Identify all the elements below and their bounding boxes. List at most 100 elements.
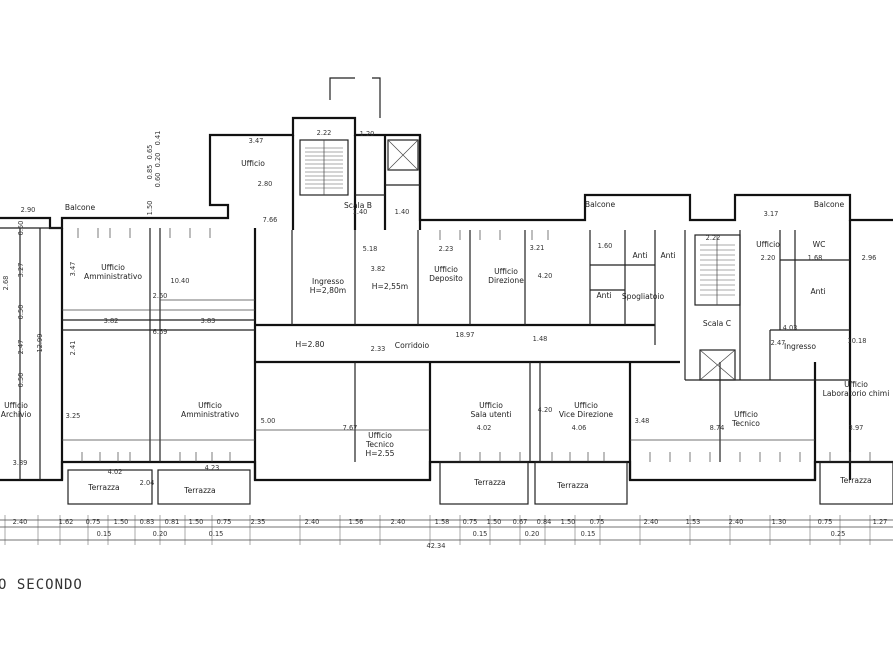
room-label-line: Ufficio bbox=[101, 263, 125, 272]
dimension-label: 0.20 bbox=[525, 530, 540, 538]
dimension-label: 0.15 bbox=[97, 530, 112, 538]
dimension-label: 5.18 bbox=[363, 245, 378, 253]
dimension-label: 3.97 bbox=[849, 424, 864, 432]
room-label-line: Anti bbox=[632, 251, 647, 260]
dimension-label: 0.50 bbox=[17, 305, 25, 320]
room-label-h-280: H=2.80 bbox=[296, 340, 325, 349]
dimension-label: 0.85 bbox=[146, 165, 154, 180]
dimension-label: 6.69 bbox=[153, 328, 168, 336]
elevator-b bbox=[387, 139, 419, 171]
dimension-label: 0.75 bbox=[86, 518, 101, 526]
dimension-label: 4.02 bbox=[108, 468, 123, 476]
dimension-label: 1.50 bbox=[114, 518, 129, 526]
dimension-label: 0.81 bbox=[165, 518, 180, 526]
room-label-line: Ufficio bbox=[479, 401, 503, 410]
dimension-label: 3.82 bbox=[104, 317, 119, 325]
dimension-label: 7.67 bbox=[343, 424, 358, 432]
room-label-anti-1: Anti bbox=[632, 251, 647, 260]
room-label-line: Ufficio bbox=[494, 267, 518, 276]
room-label-line: WC bbox=[813, 240, 826, 249]
room-label-line: Ufficio bbox=[4, 401, 28, 410]
dimension-label: 2.90 bbox=[21, 206, 36, 214]
dimension-label: 8.74 bbox=[710, 424, 725, 432]
dimension-label: 0.50 bbox=[17, 373, 25, 388]
dimension-label: 1.50 bbox=[487, 518, 502, 526]
room-label-line: Tecnico bbox=[731, 419, 760, 428]
dimension-label: 1.40 bbox=[353, 208, 368, 216]
dimension-label: 0.75 bbox=[217, 518, 232, 526]
dimension-label: 0.15 bbox=[581, 530, 596, 538]
dimension-label: 2.35 bbox=[251, 518, 266, 526]
dimension-label: 0.20 bbox=[154, 153, 162, 168]
dimension-label: 1.48 bbox=[533, 335, 548, 343]
room-label-line: Terrazza bbox=[183, 486, 215, 495]
dimension-label: 1.62 bbox=[59, 518, 74, 526]
room-label-line: H=2.80 bbox=[296, 340, 325, 349]
dimension-label: 0.84 bbox=[537, 518, 552, 526]
dimension-label: 2.40 bbox=[729, 518, 744, 526]
room-label-line: Spogliatoio bbox=[622, 292, 665, 301]
dimension-label: 2.40 bbox=[305, 518, 320, 526]
room-label-wc: WC bbox=[813, 240, 826, 249]
dimension-label: 2.04 bbox=[140, 479, 155, 487]
dimension-label: 1.40 bbox=[395, 208, 410, 216]
room-label-line: Balcone bbox=[585, 200, 616, 209]
room-label-line: Ufficio bbox=[434, 265, 458, 274]
dimension-label: 0.60 bbox=[154, 173, 162, 188]
dimension-lines bbox=[0, 515, 893, 545]
dimension-label: 4.20 bbox=[538, 406, 553, 414]
dimension-label: 1.27 bbox=[873, 518, 888, 526]
dimension-label: 3.47 bbox=[249, 137, 264, 145]
dimension-label: 1.30 bbox=[772, 518, 787, 526]
dimension-label: 2.47 bbox=[17, 340, 25, 355]
room-label-line: Scala C bbox=[703, 319, 731, 328]
dimension-label: 2.40 bbox=[644, 518, 659, 526]
room-label-line: Ufficio bbox=[756, 240, 780, 249]
dimension-label: 0.50 bbox=[17, 221, 25, 236]
dimension-label: 2.22 bbox=[706, 234, 721, 242]
dimension-label: 2.33 bbox=[371, 345, 386, 353]
room-label-line: Ufficio bbox=[368, 431, 392, 440]
room-label-balcone-mid: Balcone bbox=[585, 200, 616, 209]
room-label-scala-c: Scala C bbox=[703, 319, 731, 328]
dimension-label: 1.53 bbox=[686, 518, 701, 526]
room-label-ufficio-small: Ufficio bbox=[756, 240, 780, 249]
dimension-label: 12.99 bbox=[36, 334, 44, 353]
room-label-line: Corridoio bbox=[395, 341, 430, 350]
room-label-anti-3: Anti bbox=[596, 291, 611, 300]
dimension-label: 2.96 bbox=[862, 254, 877, 262]
dimension-label: 2.41 bbox=[69, 341, 77, 356]
room-label-line: Scala B bbox=[344, 201, 372, 210]
dimension-label: 1.20 bbox=[360, 130, 375, 138]
dimension-label: 3.82 bbox=[371, 265, 386, 273]
terraces bbox=[67, 461, 893, 505]
stair-b bbox=[299, 139, 349, 196]
room-label-line: Anti bbox=[810, 287, 825, 296]
room-label-line: H=2.55 bbox=[366, 449, 395, 458]
room-label-line: Direzione bbox=[488, 276, 524, 285]
dimension-label: 0.15 bbox=[473, 530, 488, 538]
dimension-label: 0.67 bbox=[513, 518, 528, 526]
dimension-label: 3.89 bbox=[13, 459, 28, 467]
dimension-label: 3.25 bbox=[66, 412, 81, 420]
dimension-label: 4.23 bbox=[205, 464, 220, 472]
room-label-line: Anti bbox=[596, 291, 611, 300]
dimension-label: 0.83 bbox=[140, 518, 155, 526]
room-label-terrazza-2: Terrazza bbox=[183, 486, 215, 495]
room-label-spogliatoio: Spogliatoio bbox=[622, 292, 665, 301]
room-label-terrazza-3: Terrazza bbox=[473, 478, 505, 487]
dimension-label: 0.65 bbox=[146, 145, 154, 160]
room-label-line: Ufficio bbox=[734, 410, 758, 419]
dimension-label: 4.03 bbox=[783, 324, 798, 332]
dimension-label: 10.40 bbox=[171, 277, 190, 285]
